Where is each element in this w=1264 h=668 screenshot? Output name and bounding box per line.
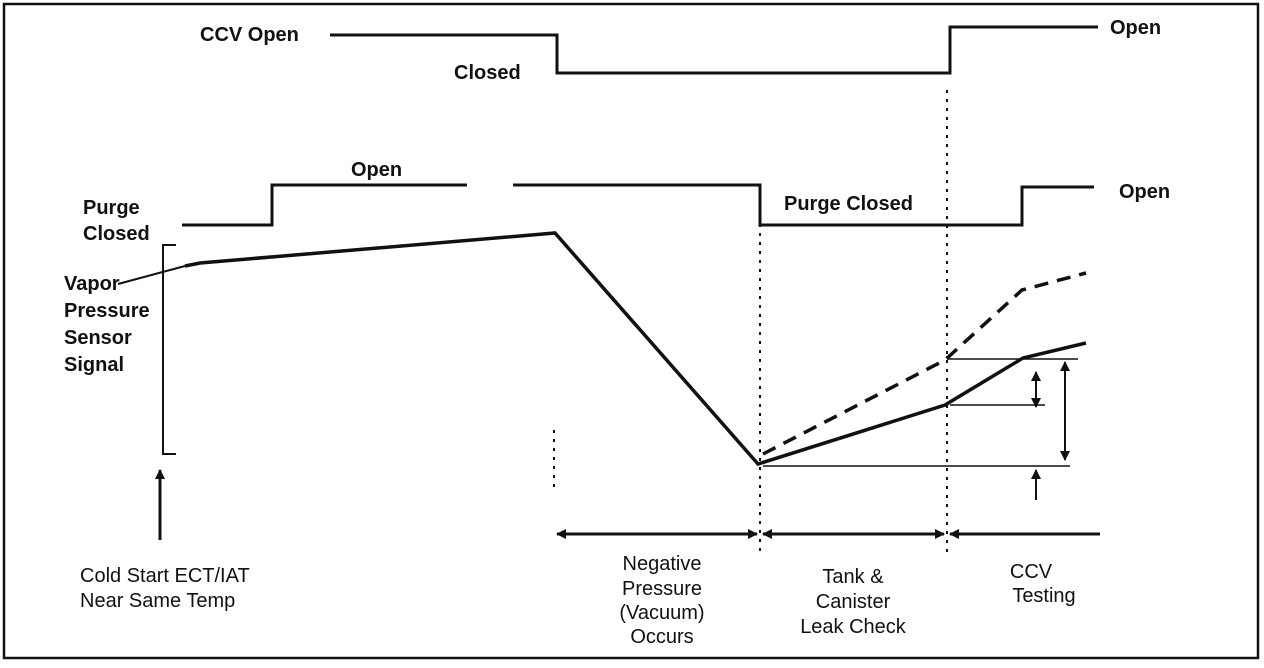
vapor-pressure-dashed-trace bbox=[762, 271, 1087, 456]
cold-start-label-line1: Cold Start ECT/IAT bbox=[80, 565, 250, 587]
vapor-label-leader bbox=[117, 265, 186, 285]
purge-trace-left bbox=[182, 183, 467, 227]
vapor-signal-label-line3: Sensor bbox=[64, 327, 132, 349]
vapor-pressure-trace bbox=[184, 231, 1087, 467]
vapor-signal-label-line2: Pressure bbox=[64, 300, 150, 322]
vapor-signal-label-line4: Signal bbox=[64, 354, 124, 376]
ccv-open-label: CCV Open bbox=[200, 24, 299, 46]
purge-open-right-label: Open bbox=[1119, 181, 1170, 203]
phase-leak-label-line2: Canister bbox=[816, 591, 891, 613]
phase-vacuum-label-line3: (Vacuum) bbox=[619, 602, 704, 624]
phase-vacuum-label-line4: Occurs bbox=[630, 626, 693, 648]
phase-ccv-label-line1: CCV bbox=[1010, 561, 1053, 583]
ccv-closed-label: Closed bbox=[454, 62, 521, 84]
phase-vacuum-label-line2: Pressure bbox=[622, 578, 702, 600]
purge-closed-mid-label: Purge Closed bbox=[784, 193, 913, 215]
vapor-signal-label-line1: Vapor bbox=[64, 273, 120, 295]
purge-closed-left-label-line2: Closed bbox=[83, 223, 150, 245]
ccv-open-right-label: Open bbox=[1110, 17, 1161, 39]
purge-closed-left-label-line1: Purge bbox=[83, 197, 140, 219]
phase-ccv-label-line2: Testing bbox=[1012, 585, 1075, 607]
cold-start-label-line2: Near Same Temp bbox=[80, 590, 235, 612]
phase-vacuum-label-line1: Negative bbox=[623, 553, 702, 575]
phase-leak-label-line1: Tank & bbox=[822, 566, 884, 588]
ccv-trace bbox=[330, 25, 1098, 75]
phase-leak-label-line3: Leak Check bbox=[800, 616, 907, 638]
signal-range-bracket bbox=[162, 244, 176, 455]
purge-trace-right bbox=[513, 183, 1094, 227]
purge-open-label: Open bbox=[351, 159, 402, 181]
